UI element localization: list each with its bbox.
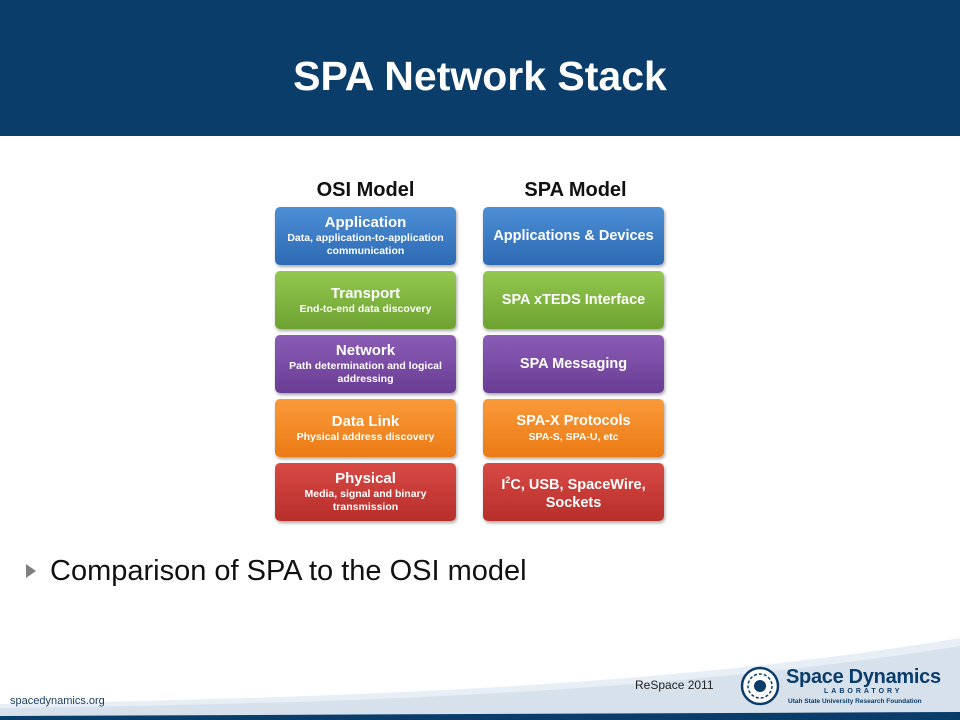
logo-name: Space Dynamics xyxy=(786,666,941,688)
bullet-item: Comparison of SPA to the OSI model xyxy=(26,553,527,589)
osi-layer-desc: Media, signal and binary transmission xyxy=(304,488,427,513)
network-stack-diagram: OSI Model SPA Model Application Data, ap… xyxy=(273,175,668,527)
osi-layer-network: Network Path determination and logical a… xyxy=(275,335,456,393)
footer-event-label: ReSpace 2011 xyxy=(635,678,714,692)
spa-layer-name-prefix: I xyxy=(501,476,506,493)
footer-website: spacedynamics.org xyxy=(10,695,105,707)
osi-layer-name: Transport xyxy=(330,284,401,302)
osi-layer-desc: End-to-end data discovery xyxy=(299,302,432,315)
spa-layer-protocols: SPA-X Protocols SPA-S, SPA-U, etc xyxy=(483,399,664,457)
osi-layer-name: Application xyxy=(324,214,407,231)
spa-layer-messaging: SPA Messaging xyxy=(483,335,664,393)
bullet-arrow-icon xyxy=(26,564,36,578)
osi-layer-name: Network xyxy=(335,342,396,359)
osi-layer-application: Application Data, application-to-applica… xyxy=(275,207,456,265)
spa-layer-xteds: SPA xTEDS Interface xyxy=(483,271,664,329)
spa-layer-name: SPA xTEDS Interface xyxy=(501,291,646,308)
spa-layer-name: Applications & Devices xyxy=(493,227,654,244)
slide-title: SPA Network Stack xyxy=(293,53,667,99)
title-bar xyxy=(0,0,960,136)
spa-layer-desc: SPA-S, SPA-U, etc xyxy=(528,431,619,443)
spa-model-heading: SPA Model xyxy=(524,179,627,201)
logo-emblem-icon xyxy=(740,666,780,706)
bullet-text: Comparison of SPA to the OSI model xyxy=(50,554,527,587)
spa-layer-name-sup: 2 xyxy=(505,474,511,485)
space-dynamics-logo: Space Dynamics LABORATORY Utah State Uni… xyxy=(740,664,941,710)
osi-layer-desc: Data, application-to-application communi… xyxy=(287,232,444,257)
spa-layer-name-rest: C, USB, SpaceWire, Sockets xyxy=(510,476,646,512)
osi-layer-desc: Path determination and logical addressin… xyxy=(289,360,442,385)
osi-layer-transport: Transport End-to-end data discovery xyxy=(275,271,456,329)
spa-layer-applications: Applications & Devices xyxy=(483,207,664,265)
osi-layer-data-link: Data Link Physical address discovery xyxy=(275,399,456,457)
osi-layer-name: Physical xyxy=(335,470,396,487)
spa-layer-name: SPA-X Protocols xyxy=(516,413,631,429)
logo-subtitle: LABORATORY xyxy=(824,688,903,695)
logo-tagline: Utah State University Research Foundatio… xyxy=(788,698,922,705)
osi-model-heading: OSI Model xyxy=(316,179,415,201)
spa-layer-name: I2C, USB, SpaceWire, Sockets xyxy=(489,471,658,514)
osi-layer-physical: Physical Media, signal and binary transm… xyxy=(275,463,456,521)
osi-layer-name: Data Link xyxy=(331,412,400,430)
spa-layer-transports: I2C, USB, SpaceWire, Sockets xyxy=(483,463,664,521)
footer-swoosh xyxy=(0,638,960,720)
osi-layer-desc: Physical address discovery xyxy=(296,430,435,443)
spa-layer-name: SPA Messaging xyxy=(519,355,628,372)
